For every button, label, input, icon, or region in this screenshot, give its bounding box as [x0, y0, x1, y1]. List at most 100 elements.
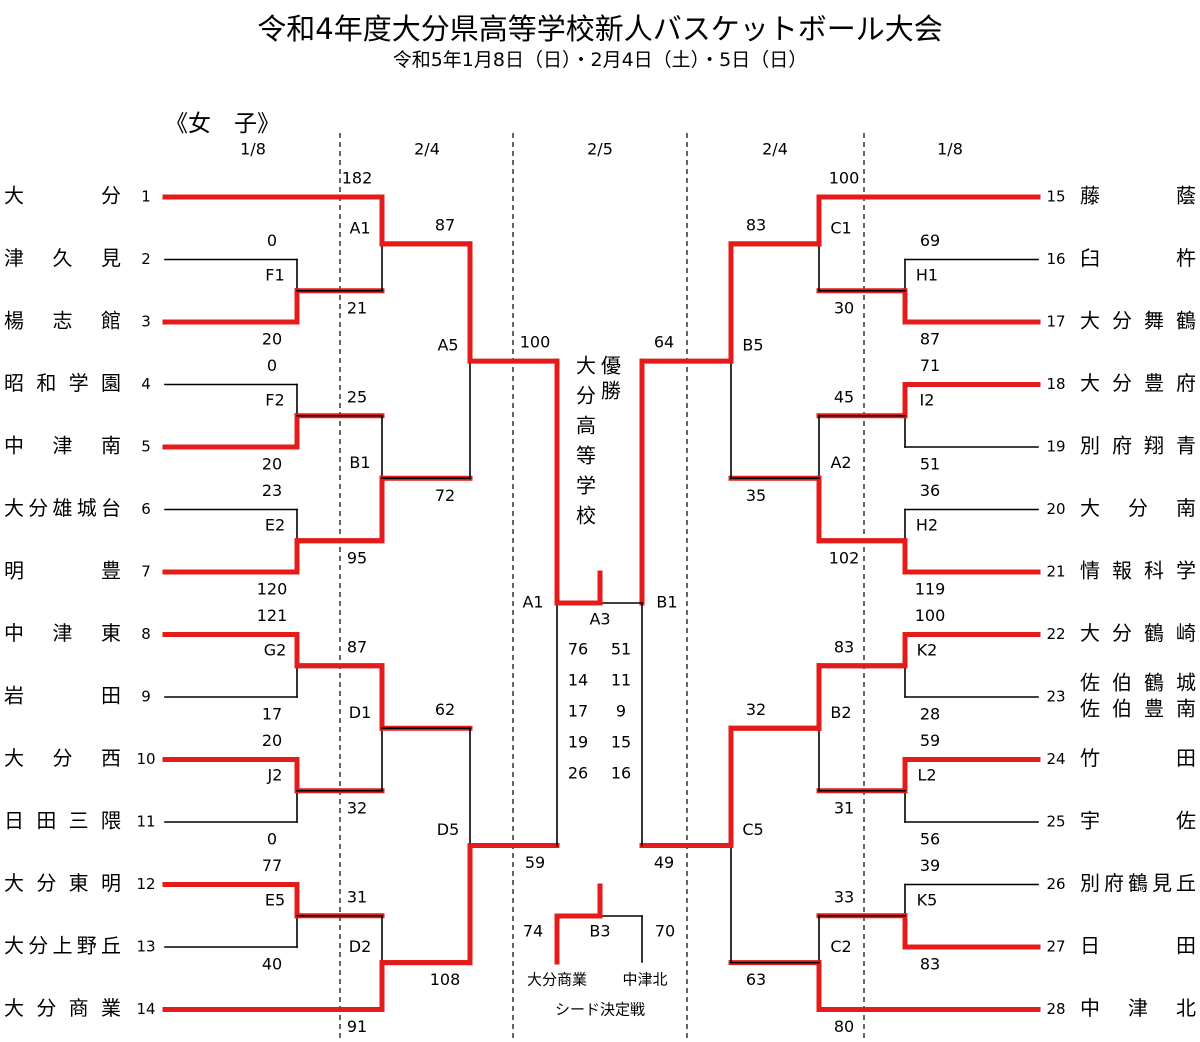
score-F1-bottom: 20: [262, 330, 282, 349]
score-C1-bottom: 30: [834, 298, 854, 317]
score-C1-top: 100: [829, 169, 860, 188]
team-name-right-23: 佐伯鶴城: [1080, 671, 1196, 695]
team-name-right-25: 宇佐: [1080, 809, 1196, 833]
page-title: 令和4年度大分県高等学校新人バスケットボール大会: [257, 12, 943, 46]
score-A5-bottom: 72: [435, 486, 455, 505]
score-semi-left-top: 100: [520, 333, 551, 352]
champion-name-char-2: 分: [576, 384, 596, 408]
score-F1-top: 0: [267, 231, 277, 250]
page-subtitle-dates: 令和5年1月8日（日）・2月4日（土）・5日（日）: [392, 49, 808, 71]
team-no-right-17: 17: [1046, 313, 1065, 331]
team-no-right-27: 27: [1046, 938, 1065, 956]
champion-name-char-3: 高: [576, 414, 596, 438]
team-name-left-1: 大分: [4, 184, 121, 208]
score-E2-top: 23: [262, 481, 282, 500]
match-code-B2: B2: [830, 703, 851, 722]
score-L2-top: 59: [920, 731, 940, 750]
score-B2-bottom: 31: [834, 798, 854, 817]
score-A2-bottom: 102: [829, 548, 860, 567]
match-code-H2: H2: [916, 515, 938, 534]
final-period-right-1: 51: [611, 640, 631, 659]
team-no-left-5: 5: [141, 438, 151, 456]
score-D1-bottom: 32: [347, 798, 367, 817]
team-no-left-3: 3: [141, 313, 151, 331]
team-name-left-11: 日田三隈: [4, 809, 121, 833]
match-code-K2: K2: [917, 640, 938, 659]
score-B5-bottom: 35: [746, 486, 766, 505]
team-name-right-27: 日田: [1080, 934, 1196, 958]
final-period-left-2: 14: [568, 671, 588, 690]
team-name-right-24: 竹田: [1080, 746, 1196, 770]
score-semi-left-bottom: 59: [525, 853, 545, 872]
score-D2-top: 31: [347, 887, 367, 906]
round-header-5: 1/8: [937, 140, 963, 159]
team-name-left-6: 大分雄城台: [4, 496, 121, 520]
match-code-H1: H1: [916, 265, 938, 284]
seed-team-left: 大分商業: [527, 971, 587, 989]
score-B5-top: 83: [746, 215, 766, 234]
score-A5-top: 87: [435, 215, 455, 234]
team-name-left-8: 中津東: [4, 621, 121, 645]
champion-name-char-1: 大: [576, 354, 596, 378]
team-name-left-10: 大分西: [4, 746, 121, 770]
seed-team-right: 中津北: [622, 971, 667, 989]
team-no-right-23: 23: [1046, 688, 1065, 706]
match-code-D2: D2: [349, 937, 372, 956]
team-no-right-26: 26: [1046, 875, 1065, 893]
match-code-L2: L2: [917, 765, 936, 784]
team-no-left-8: 8: [141, 625, 151, 643]
team-no-right-19: 19: [1046, 438, 1065, 456]
score-K5-top: 39: [920, 856, 940, 875]
score-K2-top: 100: [915, 606, 946, 625]
team-no-right-22: 22: [1046, 625, 1065, 643]
score-B1-top: 25: [347, 387, 367, 406]
match-code-B1: B1: [349, 453, 370, 472]
score-seed-left: 74: [523, 922, 543, 941]
match-code-I2: I2: [920, 390, 935, 409]
team-name-left-9: 岩田: [4, 684, 121, 708]
match-code-J2: J2: [267, 765, 283, 784]
score-C5-bottom: 63: [746, 970, 766, 989]
team-no-left-7: 7: [141, 563, 151, 581]
score-J2-bottom: 0: [267, 830, 277, 849]
team-no-left-2: 2: [141, 250, 151, 268]
match-code-final: A3: [589, 610, 610, 629]
team-name-right-16: 臼杵: [1080, 246, 1196, 270]
score-B1-bottom: 95: [347, 548, 367, 567]
team-no-left-6: 6: [141, 500, 151, 518]
score-A2-top: 45: [834, 387, 854, 406]
team-no-right-24: 24: [1046, 750, 1065, 768]
score-D5-bottom: 108: [430, 970, 461, 989]
team-no-left-13: 13: [136, 938, 155, 956]
score-A1-top: 182: [342, 169, 373, 188]
match-code-G2: G2: [264, 640, 287, 659]
score-I2-top: 71: [920, 356, 940, 375]
score-G2-bottom: 17: [262, 705, 282, 724]
score-D5-top: 62: [435, 700, 455, 719]
team-no-left-14: 14: [136, 1000, 155, 1018]
champion-name-char-6: 校: [576, 504, 596, 528]
match-code-C2: C2: [830, 937, 851, 956]
score-H2-top: 36: [920, 481, 940, 500]
champion-name-char-4: 等: [576, 444, 596, 468]
team-name-left-7: 明豊: [4, 559, 121, 583]
match-code-A5: A5: [437, 336, 458, 355]
score-H1-bottom: 87: [920, 330, 940, 349]
match-code-F1: F1: [265, 265, 284, 284]
score-H1-top: 69: [920, 231, 940, 250]
team-no-right-18: 18: [1046, 375, 1065, 393]
team-name-right-15: 藤蔭: [1080, 184, 1196, 208]
team-name-right-17: 大分舞鶴: [1080, 309, 1196, 333]
team-no-left-1: 1: [141, 188, 151, 206]
team-name-right-22: 大分鶴崎: [1080, 621, 1196, 645]
score-C5-top: 32: [746, 700, 766, 719]
match-code-K5: K5: [917, 890, 938, 909]
final-period-right-3: 9: [616, 702, 626, 721]
match-code-C5: C5: [742, 820, 763, 839]
team-no-right-15: 15: [1046, 188, 1065, 206]
score-semi-right-top: 64: [654, 333, 674, 352]
team-name-right-19: 別府翔青: [1080, 434, 1196, 458]
round-header-4: 2/4: [762, 140, 788, 159]
